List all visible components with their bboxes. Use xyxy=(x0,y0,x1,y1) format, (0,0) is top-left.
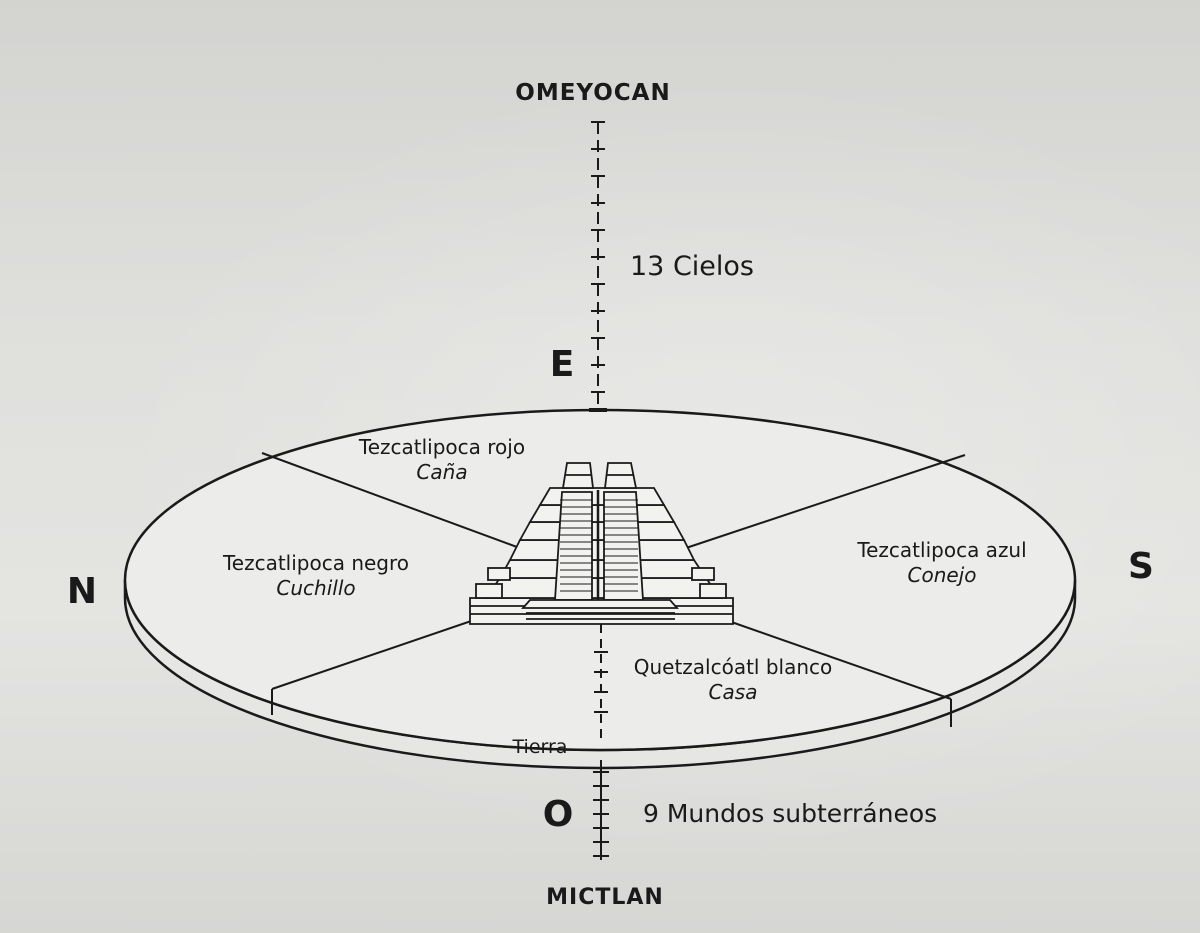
direction-south: S xyxy=(1128,546,1154,587)
omeyocan-label: OMEYOCAN xyxy=(515,80,670,106)
direction-east: E xyxy=(550,344,575,385)
underworld-ticks xyxy=(593,651,609,857)
north-deity-label: Tezcatlipoca negro xyxy=(222,551,409,575)
divider-south-west xyxy=(719,617,952,700)
stair-steps xyxy=(560,499,638,592)
direction-north: N xyxy=(67,571,97,612)
templo-mayor-icon xyxy=(469,462,734,625)
divider-north-east xyxy=(261,452,526,551)
earth-label: Tierra xyxy=(512,736,568,758)
east-deity-label: Tezcatlipoca rojo xyxy=(358,435,525,459)
west-deity-label: Quetzalcóatl blanco xyxy=(634,655,833,679)
west-sign-label: Casa xyxy=(709,680,758,704)
divider-north-west xyxy=(271,617,481,690)
east-sign-label: Caña xyxy=(416,460,467,484)
mictlan-label: MICTLAN xyxy=(546,885,664,910)
south-deity-label: Tezcatlipoca azul xyxy=(856,538,1026,562)
divider-east-south xyxy=(679,454,966,551)
direction-west: O xyxy=(543,794,574,835)
north-sign-label: Cuchillo xyxy=(276,576,355,600)
heavens-label: 13 Cielos xyxy=(630,251,754,282)
south-sign-label: Conejo xyxy=(908,563,977,587)
underworld-axis xyxy=(593,624,609,860)
underworlds-label: 9 Mundos subterráneos xyxy=(643,799,937,828)
